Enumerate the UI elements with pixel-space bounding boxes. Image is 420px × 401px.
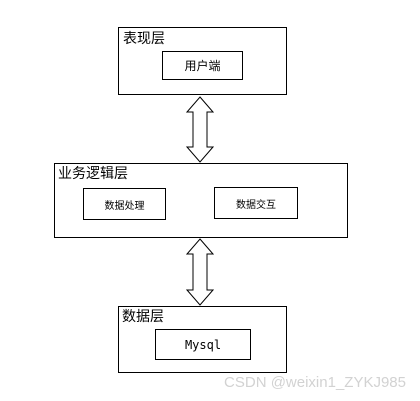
data-processing-module: 数据处理 (83, 188, 166, 220)
client-module: 用户端 (162, 51, 243, 80)
data-layer: 数据层 Mysql (118, 306, 287, 373)
double-arrow-icon (186, 96, 214, 163)
watermark: CSDN @weixin1_ZYKJ985 (224, 374, 406, 391)
business-logic-layer: 业务逻辑层 数据处理 数据交互 (54, 163, 348, 238)
business-logic-layer-title: 业务逻辑层 (58, 166, 128, 182)
presentation-layer: 表现层 用户端 (118, 27, 287, 95)
mysql-module: Mysql (155, 329, 251, 360)
data-layer-title: 数据层 (122, 309, 164, 325)
double-arrow-icon (186, 238, 214, 306)
data-interaction-module: 数据交互 (214, 187, 298, 219)
presentation-layer-title: 表现层 (123, 31, 165, 47)
